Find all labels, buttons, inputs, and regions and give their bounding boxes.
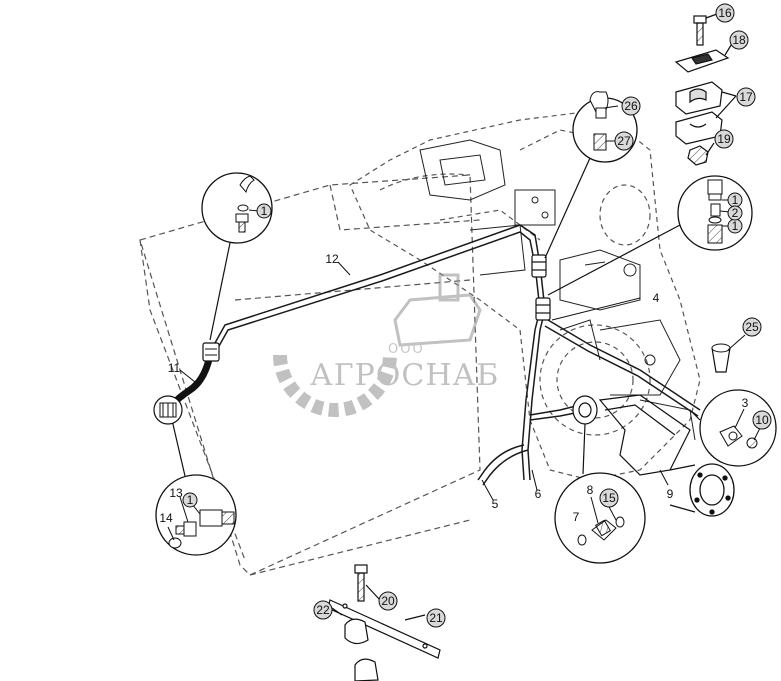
gear-icon — [273, 354, 397, 417]
svg-text:18: 18 — [732, 33, 746, 47]
callout-20: 20 — [378, 591, 398, 611]
svg-text:16: 16 — [718, 6, 732, 20]
svg-text:10: 10 — [755, 413, 769, 427]
callout-18: 18 — [729, 30, 749, 50]
callout-12: 12 — [325, 252, 339, 266]
callout-16: 16 — [715, 3, 735, 23]
callout-1c: 1 — [727, 218, 743, 234]
svg-text:7: 7 — [573, 510, 580, 524]
callout-5: 5 — [492, 497, 499, 511]
callout-15: 15 — [599, 488, 619, 508]
callout-27: 27 — [614, 131, 634, 151]
callout-10: 10 — [752, 410, 772, 430]
transmission-phantom-outline — [349, 109, 701, 481]
watermark-company-name: АГРОСНАБ — [310, 358, 499, 393]
svg-text:25: 25 — [745, 320, 759, 334]
callout-1b: 1 — [727, 192, 743, 208]
detail-circle-top-right — [544, 91, 638, 259]
svg-text:21: 21 — [429, 611, 443, 625]
callout-22: 22 — [313, 600, 333, 620]
svg-text:2: 2 — [732, 206, 739, 220]
inline-fittings — [531, 254, 598, 425]
svg-text:8: 8 — [587, 483, 594, 497]
callout-19: 19 — [714, 129, 734, 149]
detail-circle-bottom-center — [554, 423, 646, 564]
svg-text:22: 22 — [316, 603, 330, 617]
svg-text:19: 19 — [717, 132, 731, 146]
callout-26: 26 — [621, 96, 641, 116]
callout-1d: 1 — [182, 492, 198, 508]
svg-text:15: 15 — [602, 491, 616, 505]
svg-text:27: 27 — [617, 134, 631, 148]
svg-text:13: 13 — [169, 486, 183, 500]
svg-text:3: 3 — [742, 396, 749, 410]
watermark-logo: ООО АГРОСНАБ — [273, 273, 499, 417]
svg-text:17: 17 — [739, 90, 753, 104]
svg-text:1: 1 — [732, 193, 739, 207]
clamp-assembly-top — [674, 13, 737, 166]
callout-3: 3 — [742, 396, 749, 410]
bracket-plate — [598, 394, 691, 476]
callout-1a: 1 — [256, 203, 272, 219]
tank-phantom-outline — [139, 174, 481, 576]
svg-text:4: 4 — [653, 291, 660, 305]
callout-21: 21 — [426, 608, 446, 628]
svg-text:6: 6 — [535, 487, 542, 501]
svg-text:9: 9 — [667, 487, 674, 501]
svg-text:5: 5 — [492, 497, 499, 511]
callout-8: 8 — [587, 483, 594, 497]
callout-2: 2 — [727, 205, 743, 221]
svg-text:20: 20 — [381, 594, 395, 608]
callout-25: 25 — [742, 317, 762, 337]
callout-7: 7 — [573, 510, 580, 524]
callout-6: 6 — [535, 487, 542, 501]
callout-14: 14 — [159, 511, 173, 525]
callout-11: 11 — [168, 361, 181, 375]
callout-17: 17 — [736, 87, 756, 107]
svg-text:1: 1 — [187, 493, 194, 507]
axle-hub — [669, 463, 735, 517]
callout-13: 13 — [169, 486, 183, 500]
svg-text:12: 12 — [325, 252, 339, 266]
strap-assembly-bottom — [327, 564, 441, 681]
svg-text:14: 14 — [159, 511, 173, 525]
callout-4: 4 — [653, 291, 660, 305]
svg-text:26: 26 — [624, 99, 638, 113]
detail-circle-right — [547, 175, 753, 296]
detail-circle-top-left — [201, 172, 273, 341]
leader-lines — [179, 261, 669, 501]
detail-circle-clamp — [711, 334, 746, 373]
detail-circle-left-bottom — [153, 395, 237, 556]
callouts: 1 1 1 1 2 3 4 5 6 7 8 9 10 11 12 13 14 1… — [159, 3, 772, 628]
callout-9: 9 — [667, 487, 674, 501]
svg-text:1: 1 — [261, 204, 268, 218]
svg-text:1: 1 — [732, 219, 739, 233]
watermark-prefix: ООО — [388, 342, 425, 357]
svg-text:11: 11 — [168, 361, 181, 375]
detail-circle-bottom-right — [689, 389, 777, 467]
